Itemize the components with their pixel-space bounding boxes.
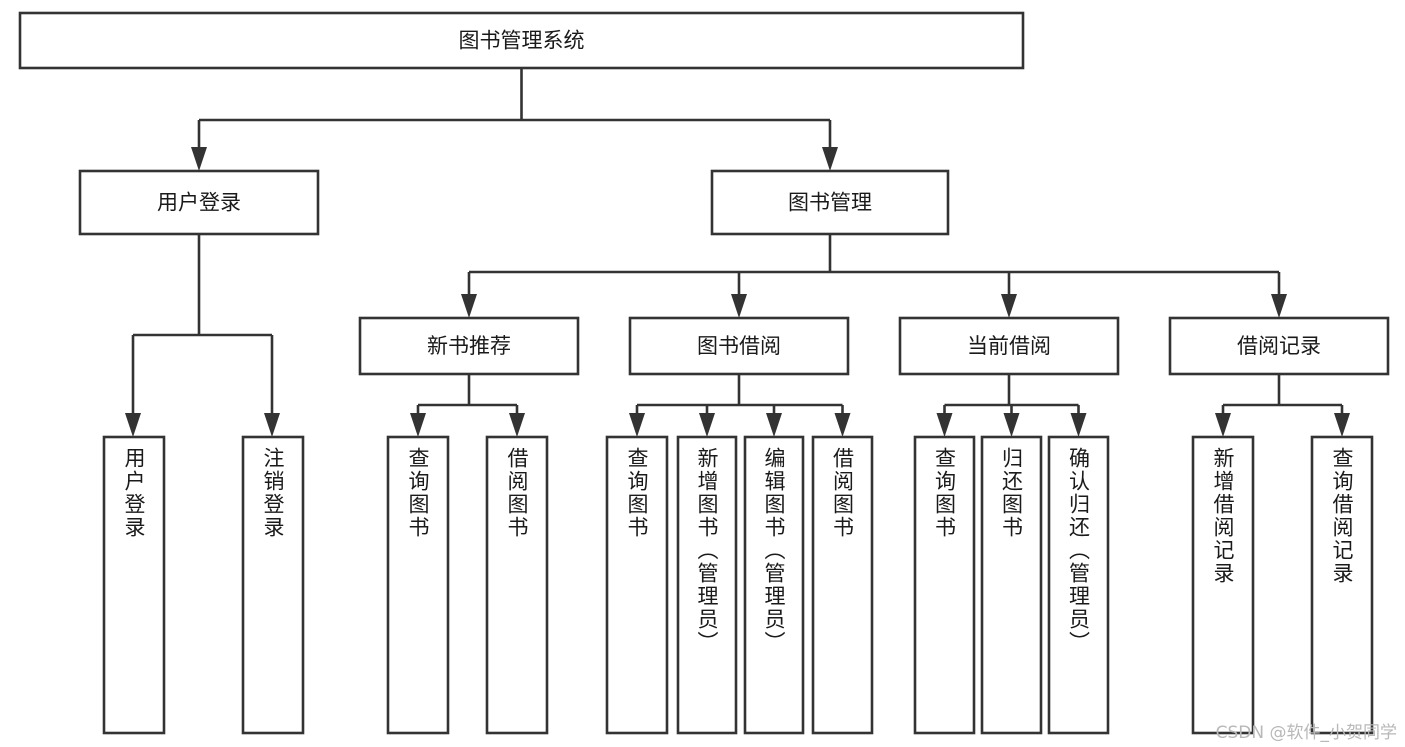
- node-box-leaf-edit-book-admin[interactable]: [743, 435, 805, 735]
- connectors-layer: [125, 68, 1350, 437]
- connector-arrowhead: [125, 413, 141, 437]
- node-box-leaf-user-login[interactable]: [102, 435, 166, 735]
- node-label-borrow-record: 借阅记录: [1237, 334, 1321, 358]
- connector-arrowhead: [1334, 413, 1350, 437]
- node-label-user-login: 用户登录: [157, 191, 241, 215]
- connector-arrowhead: [1271, 294, 1287, 318]
- node-label-new-book-recommend: 新书推荐: [427, 334, 511, 358]
- connector-arrowhead: [461, 294, 477, 318]
- node-box-leaf-add-book-admin[interactable]: [676, 435, 738, 735]
- connector-arrowhead: [766, 413, 782, 437]
- node-box-leaf-query-book-current[interactable]: [913, 435, 976, 735]
- node-box-leaf-return-book[interactable]: [980, 435, 1043, 735]
- node-box-root[interactable]: [18, 11, 1025, 70]
- node-box-leaf-logout-login[interactable]: [241, 435, 305, 735]
- watermark-text: CSDN @软件_小贺同学: [1215, 723, 1397, 743]
- connector-arrowhead: [1070, 413, 1087, 437]
- node-box-current-borrow[interactable]: [898, 316, 1120, 376]
- connector-arrowhead: [629, 413, 645, 437]
- node-box-book-manage[interactable]: [710, 169, 950, 236]
- node-box-user-login[interactable]: [78, 169, 320, 236]
- node-label-current-borrow: 当前借阅: [967, 334, 1051, 358]
- boxes-layer: [18, 11, 1390, 735]
- connector-arrowhead: [1001, 294, 1017, 318]
- connector-arrowhead: [1215, 413, 1231, 437]
- node-box-book-borrow[interactable]: [628, 316, 850, 376]
- connector-arrowhead: [699, 413, 715, 437]
- node-box-leaf-query-borrow-record[interactable]: [1310, 435, 1374, 735]
- connector-arrowhead: [822, 147, 838, 171]
- connector-arrowhead: [264, 413, 280, 437]
- node-box-leaf-borrow-book-rec[interactable]: [485, 435, 549, 735]
- node-box-leaf-query-book-rec[interactable]: [386, 435, 450, 735]
- node-label-root: 图书管理系统: [459, 29, 585, 53]
- node-box-borrow-record[interactable]: [1168, 316, 1390, 376]
- node-box-leaf-borrow-book[interactable]: [811, 435, 874, 735]
- node-box-new-book-recommend[interactable]: [358, 316, 580, 376]
- connector-arrowhead: [191, 147, 207, 171]
- connector-arrowhead: [410, 413, 426, 437]
- connector-arrowhead: [509, 413, 525, 437]
- node-box-leaf-confirm-return-admin[interactable]: [1047, 435, 1110, 735]
- node-label-book-manage: 图书管理: [788, 191, 872, 215]
- connector-arrowhead: [731, 294, 747, 318]
- node-box-leaf-add-borrow-record[interactable]: [1191, 435, 1255, 735]
- connector-arrowhead: [1003, 413, 1020, 437]
- node-label-book-borrow: 图书借阅: [697, 334, 781, 358]
- node-box-leaf-query-book-borrow[interactable]: [605, 435, 669, 735]
- connector-arrowhead: [834, 413, 851, 437]
- connector-arrowhead: [936, 413, 953, 437]
